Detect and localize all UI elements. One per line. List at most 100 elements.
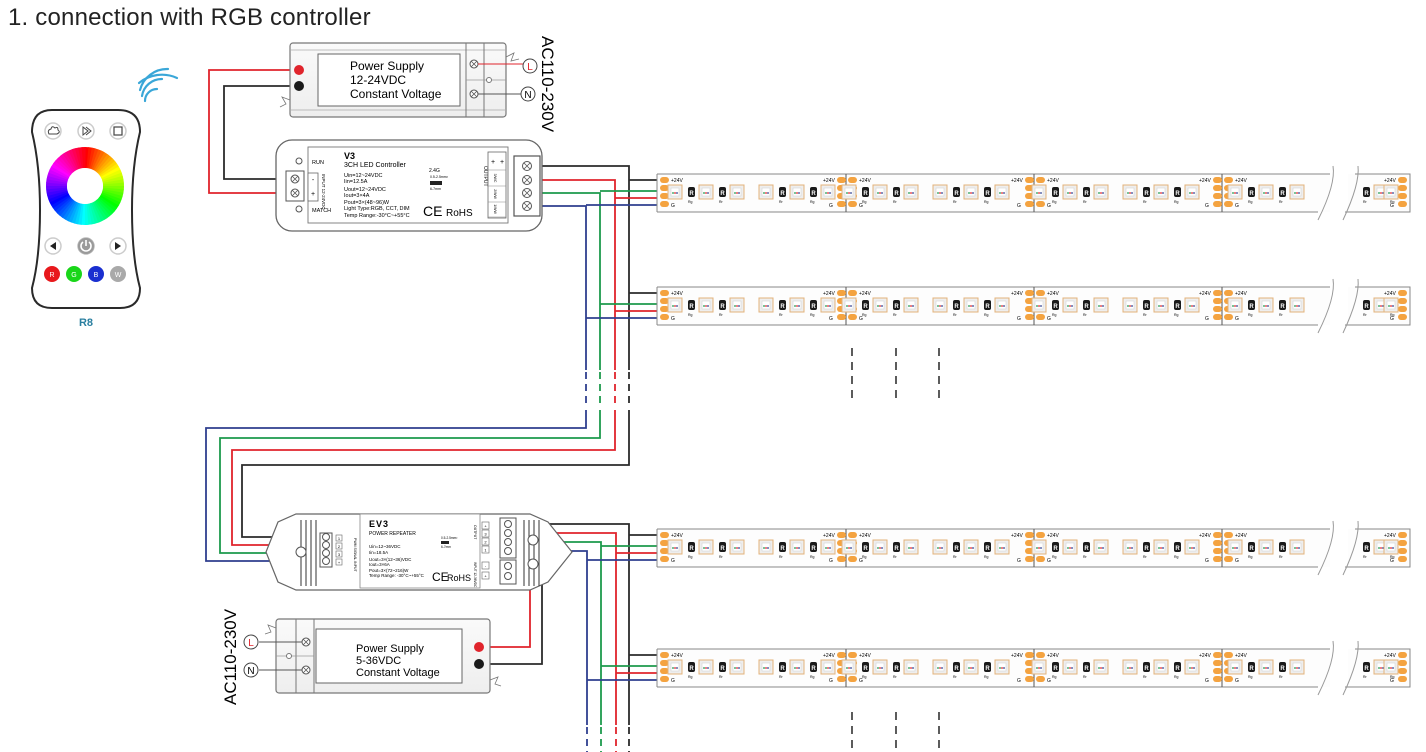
solder-pad bbox=[1213, 306, 1222, 312]
save-button[interactable] bbox=[109, 122, 127, 140]
color-wheel-segment[interactable] bbox=[46, 175, 68, 183]
output-screw-terminal bbox=[522, 201, 532, 211]
resistor-sublabel: Rg bbox=[1052, 313, 1057, 317]
color-wheel-segment[interactable] bbox=[98, 196, 117, 212]
rgb-led-chip bbox=[729, 659, 745, 675]
color-wheel-segment[interactable] bbox=[46, 188, 68, 197]
rgb-led-chip bbox=[1031, 659, 1047, 675]
voltage-label: +24V bbox=[1384, 291, 1396, 297]
solder-pad bbox=[848, 556, 857, 562]
repeater-power-channel-label: - bbox=[485, 564, 487, 569]
color-wheel-segment[interactable] bbox=[95, 199, 111, 219]
color-wheel-segment[interactable] bbox=[99, 163, 120, 178]
color-wheel-segment[interactable] bbox=[47, 190, 69, 200]
color-wheel-segment[interactable] bbox=[68, 149, 80, 170]
color-wheel-segment[interactable] bbox=[57, 155, 74, 174]
color-wheel-segment[interactable] bbox=[92, 201, 105, 222]
color-wheel[interactable] bbox=[45, 146, 125, 226]
color-wheel-segment[interactable] bbox=[95, 154, 111, 173]
color-wheel-segment[interactable] bbox=[71, 148, 81, 170]
color-wheel-segment[interactable] bbox=[88, 147, 96, 169]
rgb-led-chip bbox=[1289, 297, 1305, 313]
color-wheel-segment[interactable] bbox=[92, 150, 106, 171]
color-wheel-segment[interactable] bbox=[62, 151, 77, 172]
color-wheel-segment[interactable] bbox=[102, 189, 124, 197]
color-wheel-segment[interactable] bbox=[53, 160, 72, 176]
color-wheel-segment[interactable] bbox=[59, 199, 75, 218]
color-wheel-segment[interactable] bbox=[48, 168, 69, 180]
resistor-sublabel: Rg bbox=[1248, 200, 1253, 204]
color-wheel-segment[interactable] bbox=[48, 191, 69, 203]
voltage-label: +24V bbox=[1235, 533, 1247, 539]
color-wheel-segment[interactable] bbox=[97, 158, 116, 175]
rgb-led-chip bbox=[841, 297, 857, 313]
color-wheel-segment[interactable] bbox=[93, 200, 108, 221]
color-wheel-segment[interactable] bbox=[84, 203, 89, 225]
color-wheel-segment[interactable] bbox=[101, 169, 122, 181]
rgb-led-chip bbox=[1122, 184, 1138, 200]
rgb-led-chip bbox=[1184, 659, 1200, 675]
color-wheel-segment[interactable] bbox=[74, 147, 83, 169]
color-wheel-segment[interactable] bbox=[50, 194, 71, 209]
input-label: INPUT 12-24VDC bbox=[321, 174, 326, 210]
color-wheel-segment[interactable] bbox=[97, 197, 115, 215]
color-wheel-segment[interactable] bbox=[59, 153, 75, 173]
resistor-sublabel: Rr bbox=[719, 200, 724, 204]
resistor-sublabel: Rr bbox=[779, 675, 784, 679]
color-wheel-segment[interactable] bbox=[65, 150, 78, 171]
color-wheel-segment[interactable] bbox=[47, 172, 69, 182]
color-wheel-segment[interactable] bbox=[96, 156, 114, 174]
color-button-g[interactable] bbox=[66, 266, 82, 282]
color-wheel-segment[interactable] bbox=[52, 196, 72, 212]
color-wheel-segment[interactable] bbox=[100, 166, 121, 179]
color-wheel-segment[interactable] bbox=[96, 198, 113, 217]
color-wheel-segment[interactable] bbox=[67, 202, 79, 223]
color-wheel-segment[interactable] bbox=[91, 149, 103, 170]
color-wheel-segment[interactable] bbox=[62, 200, 76, 220]
color-wheel-segment[interactable] bbox=[46, 185, 68, 190]
wire-trunk-plus bbox=[241, 410, 630, 538]
resistor: RRg bbox=[1248, 542, 1255, 559]
color-wheel-segment[interactable] bbox=[71, 202, 81, 224]
input-minus: - bbox=[312, 177, 315, 184]
color-wheel-segment[interactable] bbox=[100, 193, 121, 207]
color-wheel-segment[interactable] bbox=[49, 165, 70, 179]
color-wheel-segment[interactable] bbox=[102, 182, 124, 187]
rgb-led-chip bbox=[789, 184, 805, 200]
color-button-b[interactable] bbox=[88, 266, 104, 282]
color-wheel-segment[interactable] bbox=[81, 147, 86, 169]
color-button-w[interactable] bbox=[110, 266, 126, 282]
color-wheel-segment[interactable] bbox=[74, 203, 82, 225]
color-wheel-segment[interactable] bbox=[49, 193, 70, 206]
color-wheel-segment[interactable] bbox=[101, 192, 122, 204]
resistor-label: R bbox=[720, 666, 725, 672]
wire-trunk-ch2 bbox=[219, 410, 601, 554]
solder-pad bbox=[1398, 298, 1407, 304]
color-wheel-segment[interactable] bbox=[51, 163, 71, 177]
resistor-sublabel: Rr bbox=[1279, 200, 1284, 204]
color-wheel-segment[interactable] bbox=[90, 202, 102, 223]
color-wheel-segment[interactable] bbox=[55, 157, 73, 175]
color-wheel-segment[interactable] bbox=[99, 195, 119, 209]
resistor-sublabel: Rg bbox=[862, 675, 867, 679]
color-wheel-segment[interactable] bbox=[56, 198, 74, 216]
color-wheel-segment[interactable] bbox=[89, 148, 99, 170]
color-wheel-segment[interactable] bbox=[102, 175, 124, 184]
play-speed-button[interactable] bbox=[77, 122, 95, 140]
color-button-r[interactable] bbox=[44, 266, 60, 282]
color-wheel-segment[interactable] bbox=[87, 203, 96, 225]
color-wheel-segment[interactable] bbox=[54, 197, 73, 214]
rgb-led-chip bbox=[872, 539, 888, 555]
color-wheel-segment[interactable] bbox=[64, 201, 78, 222]
color-wheel-segment[interactable] bbox=[89, 202, 99, 224]
color-wheel-segment[interactable] bbox=[101, 172, 123, 182]
repeater-output-terminal bbox=[504, 529, 512, 537]
rgb-led-chip bbox=[903, 659, 919, 675]
color-wheel-segment[interactable] bbox=[101, 190, 123, 200]
color-wheel-segment[interactable] bbox=[98, 160, 118, 176]
solder-pad bbox=[1036, 532, 1045, 538]
rgb-led-chip bbox=[1184, 184, 1200, 200]
color-wheel-segment[interactable] bbox=[94, 152, 108, 172]
